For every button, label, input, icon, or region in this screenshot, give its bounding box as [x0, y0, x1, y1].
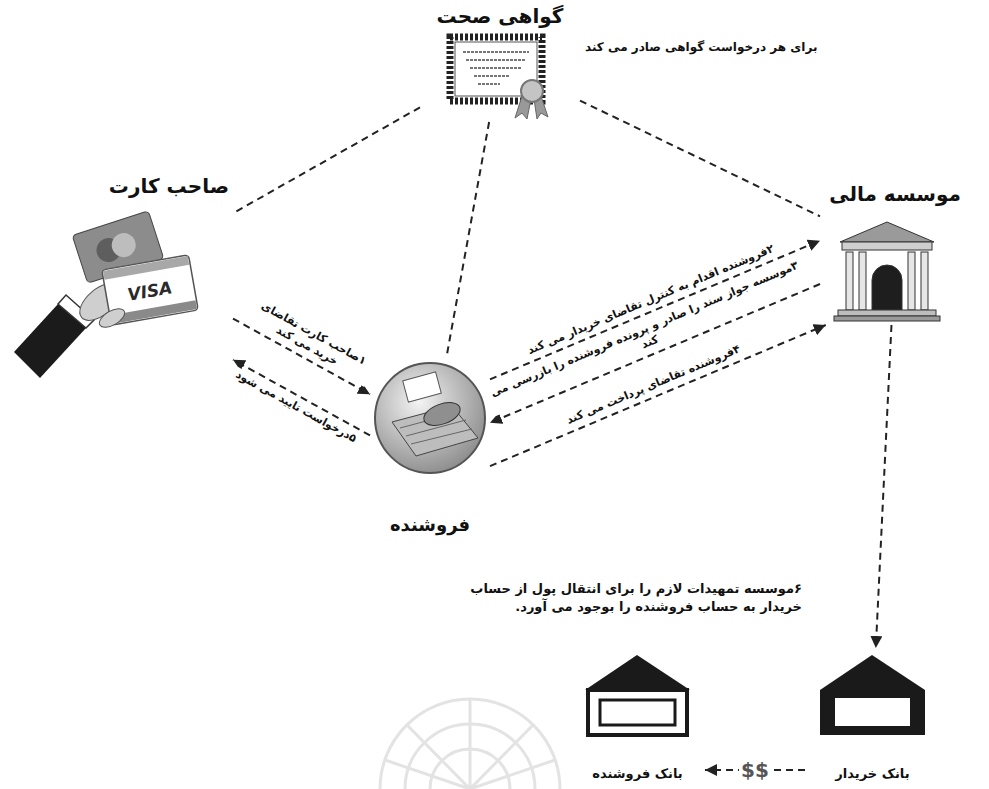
edge-label: ۵درخواست تایید می شود	[231, 367, 360, 447]
certificate-line	[466, 59, 526, 61]
dashed-connector	[233, 107, 420, 213]
watermark	[380, 699, 560, 789]
column	[908, 252, 915, 310]
seller-node: فروشنده	[370, 358, 490, 538]
node-title: صاحب کارت	[109, 174, 229, 199]
seller-globe	[375, 363, 485, 473]
seal	[521, 80, 543, 102]
house	[820, 655, 925, 735]
node-title: موسسه مالی	[829, 182, 961, 207]
roof	[585, 655, 690, 690]
window	[835, 698, 910, 726]
node-title: گواهی صحت	[436, 4, 563, 29]
buyer-bank-house	[820, 655, 925, 735]
certificate-line	[470, 67, 522, 69]
house	[588, 690, 687, 735]
institution-node: موسسه مالی	[820, 180, 970, 325]
thumb	[96, 305, 127, 331]
step-note: ۶موسسه تمهیدات لازم را برای انتقال پول ا…	[462, 580, 802, 615]
edge-label: ۱صاحب کارت تقاضای خرید می کند	[242, 294, 378, 387]
certificate-line	[478, 83, 500, 85]
globe	[375, 363, 485, 473]
certificate-line	[463, 51, 529, 53]
bank-node: بانک خریدار	[805, 648, 940, 784]
node-note: برای هر درخواست گواهی صادر می کند	[585, 40, 817, 55]
card-band	[103, 256, 189, 280]
node-title: بانک خریدار	[835, 766, 909, 782]
card	[403, 372, 442, 402]
edge-label: $$	[739, 757, 771, 783]
certificate-lines	[463, 52, 529, 84]
step	[838, 310, 936, 316]
hand	[421, 398, 464, 430]
cardholder-icon	[14, 211, 198, 378]
watermark-arc	[380, 699, 560, 789]
certificate-icon	[450, 37, 548, 119]
window	[600, 700, 675, 725]
dashed-connector	[580, 101, 820, 217]
cardholder-node: صاحب کارت	[8, 172, 233, 382]
dashed-connector	[490, 241, 820, 380]
column	[859, 252, 866, 310]
step	[834, 316, 940, 321]
dashed-connector	[876, 325, 892, 648]
dashed-connector	[446, 122, 489, 358]
pediment	[840, 222, 934, 242]
card-logo-circle	[109, 230, 139, 260]
certificate-line	[474, 75, 510, 77]
watermark-spokes	[385, 699, 555, 789]
entablature	[842, 242, 932, 250]
seller-bank-house	[585, 655, 690, 735]
bank-node: بانک فروشنده	[570, 648, 705, 784]
column	[846, 252, 853, 310]
institution-building	[834, 222, 940, 321]
node-title: فروشنده	[390, 514, 470, 537]
column	[921, 252, 928, 310]
door	[872, 265, 902, 310]
card-brand: VISA	[118, 275, 181, 308]
node-title: بانک فروشنده	[592, 766, 682, 782]
certificate-node: گواهی صحتبرای هر درخواست گواهی صادر می ک…	[420, 2, 580, 122]
certificate-border	[450, 37, 542, 101]
